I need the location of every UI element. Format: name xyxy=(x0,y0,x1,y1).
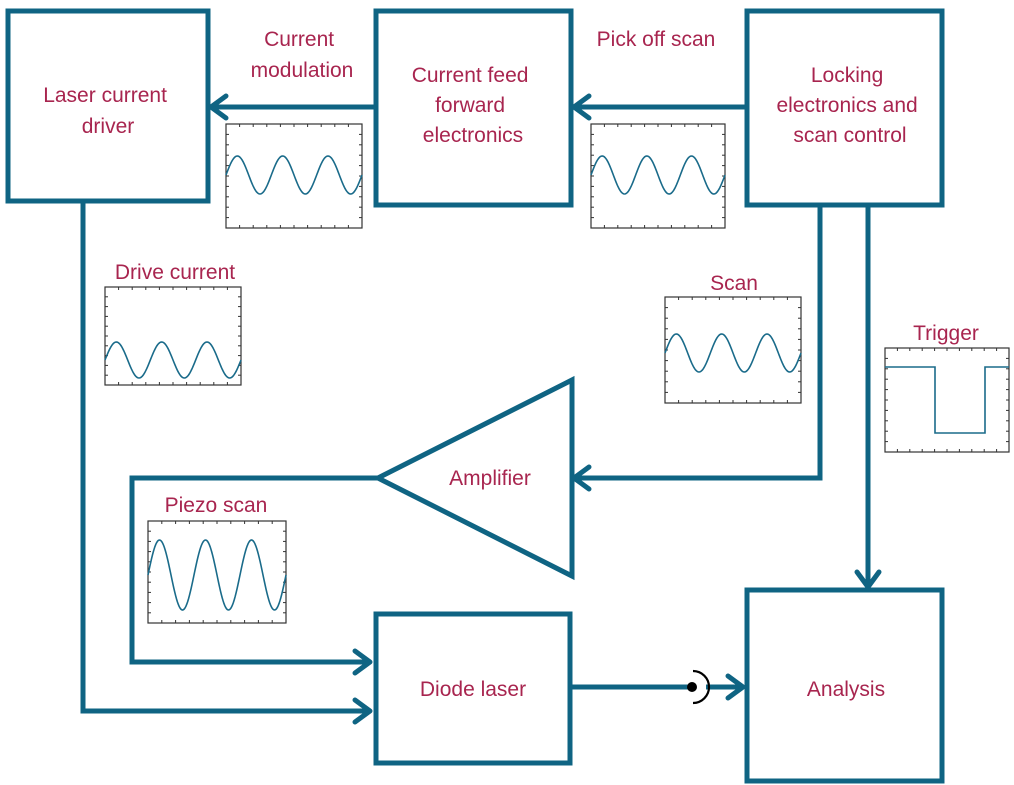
scope-frame xyxy=(664,296,802,404)
scope-piezo-scan xyxy=(147,520,287,624)
scope-drive-current xyxy=(104,286,242,386)
block-laser-current-driver: Laser current driver xyxy=(5,8,211,204)
scope-scan xyxy=(664,296,802,404)
waveform-trace xyxy=(147,539,287,611)
drive-current-label: Drive current xyxy=(115,261,235,284)
block-analysis: Analysis xyxy=(744,587,945,784)
waveform-trace xyxy=(104,341,242,379)
arrowhead-driver-input xyxy=(208,93,229,121)
block-locking-electronics: Locking electronics and scan control xyxy=(744,8,945,208)
wire-locking-to-amplifier xyxy=(575,205,823,481)
connections xyxy=(80,93,882,725)
scope-trigger xyxy=(884,347,1010,453)
scope-frame xyxy=(104,286,242,386)
block-amplifier: Amplifier xyxy=(372,375,575,581)
locking-electronics-label: Locking electronics and scan control xyxy=(776,64,923,147)
wire-amplifier-to-diode xyxy=(129,475,378,665)
photodetector-icon xyxy=(687,669,711,705)
waveform-trace xyxy=(225,155,363,195)
trigger-label: Trigger xyxy=(913,322,979,345)
arrowhead-diode-lower-input xyxy=(352,697,373,725)
scope-pick-off-scan xyxy=(590,123,726,229)
waveform-trace xyxy=(664,333,802,373)
scope-current-modulation xyxy=(225,123,363,229)
amplifier-label: Amplifier xyxy=(449,467,531,490)
scan-label: Scan xyxy=(710,272,758,295)
diode-laser-label: Diode laser xyxy=(420,678,526,701)
arrowhead-diode-upper-input xyxy=(352,648,373,676)
wire-driver-to-diode xyxy=(80,200,370,714)
arrowhead-analysis-left-input xyxy=(725,673,746,701)
piezo-scan-label: Piezo scan xyxy=(165,494,268,517)
block-diode-laser: Diode laser xyxy=(373,611,573,766)
arrowhead-feedforward-input xyxy=(571,93,592,121)
trigger-pulse-trace xyxy=(885,366,1009,434)
laser-current-driver-label: Laser current driver xyxy=(43,84,173,138)
arrowhead-analysis-top-input xyxy=(854,569,882,590)
waveform-trace xyxy=(590,155,726,195)
block-current-feed-forward: Current feed forward electronics xyxy=(373,8,574,208)
pick-off-scan-label: Pick off scan xyxy=(597,28,716,51)
analysis-label: Analysis xyxy=(807,678,885,701)
scope-frame xyxy=(884,347,1010,453)
current-modulation-label: Current modulation xyxy=(251,28,354,82)
current-feed-forward-label: Current feed forward electronics xyxy=(412,64,535,147)
